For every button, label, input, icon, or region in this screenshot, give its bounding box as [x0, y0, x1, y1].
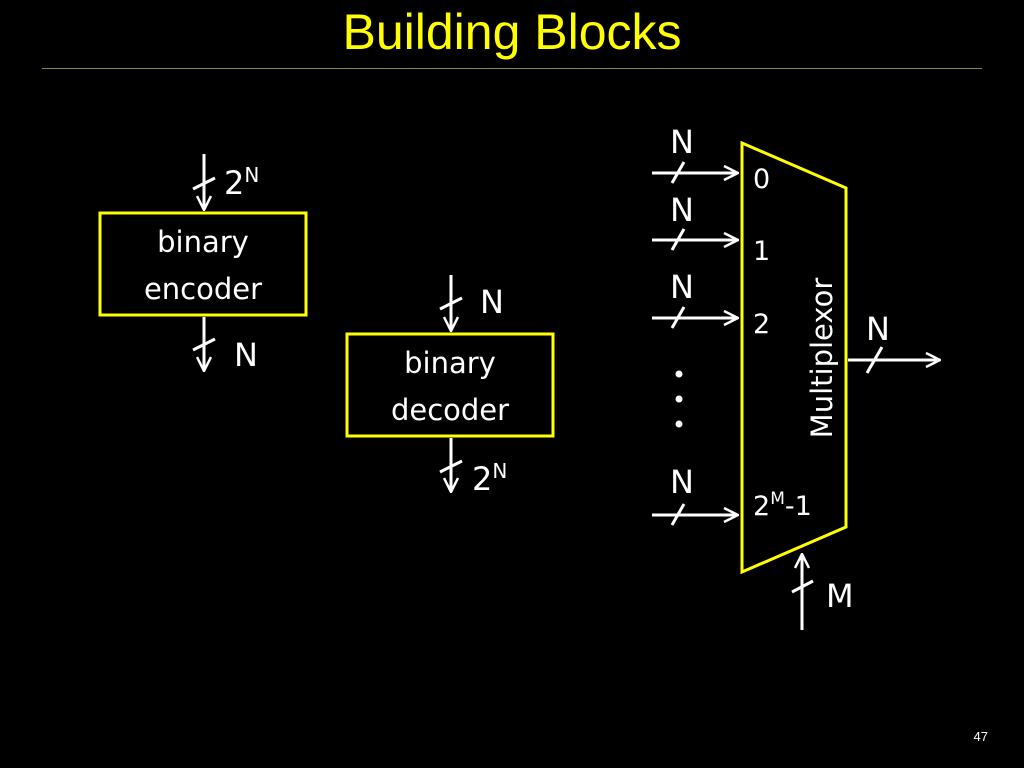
encoder-input-width: 2N — [224, 163, 259, 202]
mux-input-2-index: 2 — [753, 309, 770, 340]
decoder-label-line2: decoder — [391, 393, 509, 427]
mux-block: Multiplexor N 0 N 1 N 2 — [652, 123, 940, 630]
mux-input-last-index-base: 2 — [753, 491, 770, 522]
decoder-output-width-base: 2 — [472, 460, 492, 498]
decoder-input-bus-slash — [439, 296, 463, 311]
mux-input-1-bus-slash — [670, 228, 686, 251]
page-number: 47 — [973, 729, 988, 744]
ellipsis-dot-3 — [675, 420, 683, 428]
encoder-box — [98, 211, 308, 317]
mux-input-last-index: 2M-1 — [753, 489, 812, 522]
mux-output-width: N — [866, 310, 890, 348]
mux-input-0-width: N — [670, 123, 694, 161]
encoder-input-bus-slash — [192, 176, 216, 191]
mux-select-bus-slash — [791, 579, 814, 594]
mux-input-2: N 2 — [652, 268, 770, 340]
encoder-label-line1: binary — [157, 225, 249, 259]
mux-input-1: N 1 — [652, 191, 770, 267]
ellipsis-dot-2 — [675, 395, 683, 403]
mux-label: Multiplexor — [805, 278, 839, 439]
mux-input-2-width: N — [670, 268, 694, 306]
mux-input-1-width: N — [670, 191, 694, 229]
mux-input-last-width: N — [670, 463, 694, 501]
mux-input-last-bus-slash — [670, 503, 686, 526]
mux-input-0: N 0 — [652, 123, 770, 195]
decoder-output-width: 2N — [472, 459, 507, 498]
mux-input-last: N 2M-1 — [652, 463, 812, 526]
mux-input-ellipsis — [675, 370, 683, 428]
encoder-input-width-base: 2 — [224, 164, 244, 202]
mux-trapezoid — [740, 140, 848, 575]
encoder-output-bus-slash — [192, 337, 216, 352]
mux-input-1-index: 1 — [753, 236, 770, 267]
decoder-input-width: N — [480, 283, 504, 321]
mux-input-last-index-exp: M — [770, 489, 785, 509]
encoder-block: 2N binary encoder N — [98, 154, 308, 374]
decoder-label-line1: binary — [404, 346, 496, 380]
mux-output-bus-slash — [865, 346, 884, 374]
mux-select: M — [791, 554, 854, 630]
mux-input-last-index-tail: -1 — [785, 491, 812, 522]
mux-input-0-bus-slash — [670, 161, 686, 184]
slide-title: Building Blocks — [342, 4, 682, 60]
mux-select-width: M — [826, 577, 854, 615]
mux-input-2-bus-slash — [670, 306, 686, 329]
encoder-input-width-exp: N — [244, 163, 259, 187]
mux-input-0-index: 0 — [753, 164, 770, 195]
decoder-output-width-exp: N — [492, 459, 507, 483]
encoder-output-width: N — [234, 336, 258, 374]
decoder-box — [345, 332, 555, 438]
decoder-block: N binary decoder 2N — [345, 275, 555, 498]
mux-output: N — [848, 310, 940, 374]
decoder-output-bus-slash — [439, 459, 463, 474]
encoder-label-line2: encoder — [144, 272, 262, 306]
title-divider — [42, 68, 982, 69]
ellipsis-dot-1 — [675, 370, 683, 378]
